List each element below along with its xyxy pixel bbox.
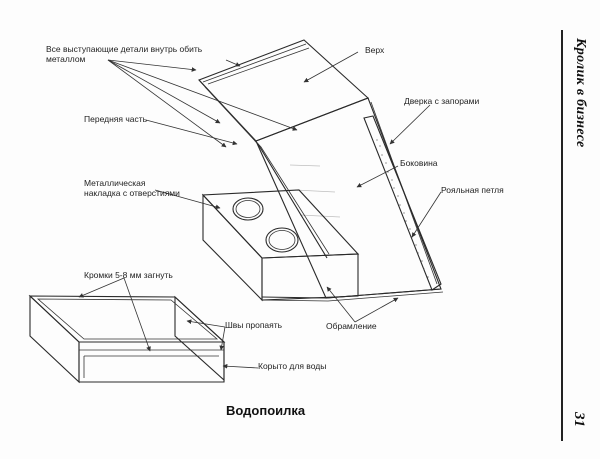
label-seams: Швы пропаять (225, 320, 283, 330)
page-number: 31 (571, 412, 587, 427)
side-panel-shape (255, 97, 442, 299)
label-trough: Корыто для воды (258, 361, 327, 371)
overlay-block-shape (201, 189, 360, 302)
label-overlay: Металлическая накладка с отверстиями (84, 178, 180, 198)
margin-rule (561, 30, 563, 441)
label-side: Боковина (400, 158, 438, 168)
label-front-part: Передняя часть (84, 114, 148, 124)
label-framing: Обрамление (326, 321, 377, 331)
label-top: Верх (365, 45, 385, 55)
trough-shape (28, 294, 226, 384)
label-door: Дверка с запорами (404, 96, 480, 106)
label-hinge: Рояльная петля (441, 185, 504, 195)
leader-lines (78, 51, 442, 369)
figure-caption: Водопоилка (226, 403, 306, 418)
label-edges: Кромки 5-8 мм загнуть (84, 270, 173, 280)
front-edge-shape (198, 79, 330, 259)
running-head: Кролик в бизнесе (573, 38, 588, 148)
label-protruding: Все выступающие детали внутрь обить мета… (46, 44, 203, 64)
top-lid-shape (198, 39, 370, 142)
inner-hints (289, 164, 341, 218)
framing-shape (261, 288, 444, 302)
